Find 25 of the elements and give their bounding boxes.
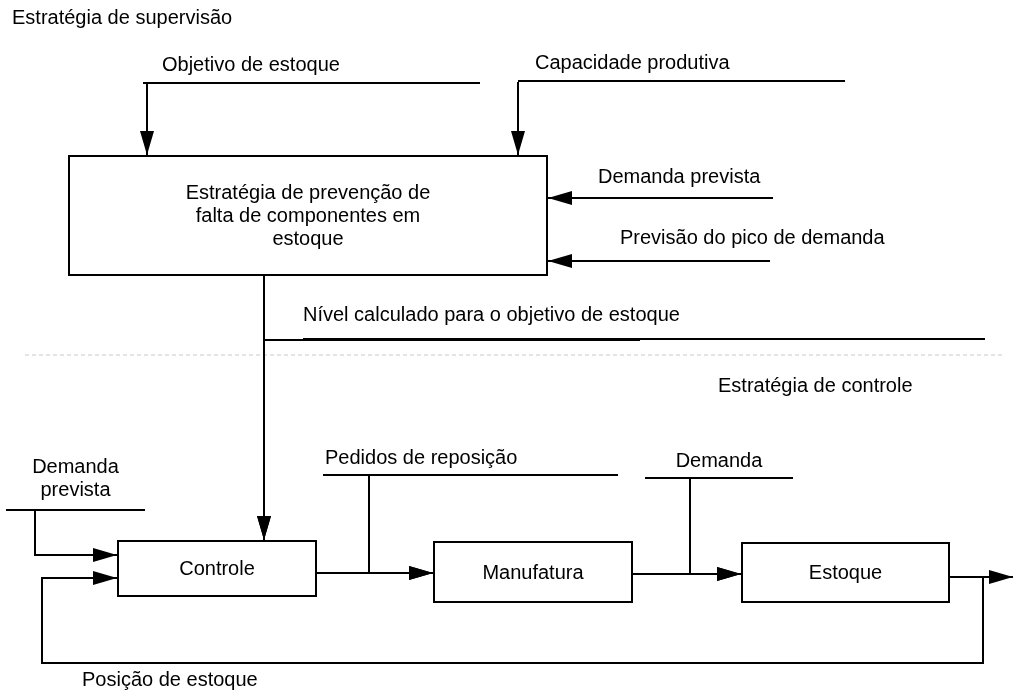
process-box — [117, 540, 317, 597]
box-text: Estoque — [808, 561, 883, 584]
section-title: Estratégia de supervisão — [12, 6, 233, 29]
arrow — [511, 81, 525, 156]
input-label: Demanda prevista — [598, 163, 798, 198]
process-box — [433, 541, 633, 603]
edge-label: Posição de estoque — [80, 668, 260, 691]
arrow — [547, 254, 771, 268]
box-text: Manufatura — [482, 560, 584, 584]
arrow — [34, 510, 118, 562]
arrow — [547, 191, 774, 205]
box-text: Controle — [179, 557, 255, 580]
process-box — [741, 542, 950, 603]
input-label: Demanda prevista — [6, 438, 145, 511]
input-label: Previsão do pico de demanda — [620, 223, 990, 261]
input-label: Capacidade produtiva — [518, 43, 845, 82]
input-label: Objetivo de estoque — [143, 45, 480, 84]
section-title: Estratégia de controle — [718, 374, 913, 397]
input-label: Demanda — [645, 447, 793, 479]
input-label: Nível calculado para o objetivo de estoque — [303, 296, 985, 340]
arrow — [140, 83, 154, 156]
box-text: Estratégia de prevenção de falta de componentes em estoque — [184, 181, 432, 250]
process-box — [68, 155, 548, 276]
arrow — [41, 571, 984, 664]
input-label: Pedidos de reposição — [323, 445, 618, 476]
